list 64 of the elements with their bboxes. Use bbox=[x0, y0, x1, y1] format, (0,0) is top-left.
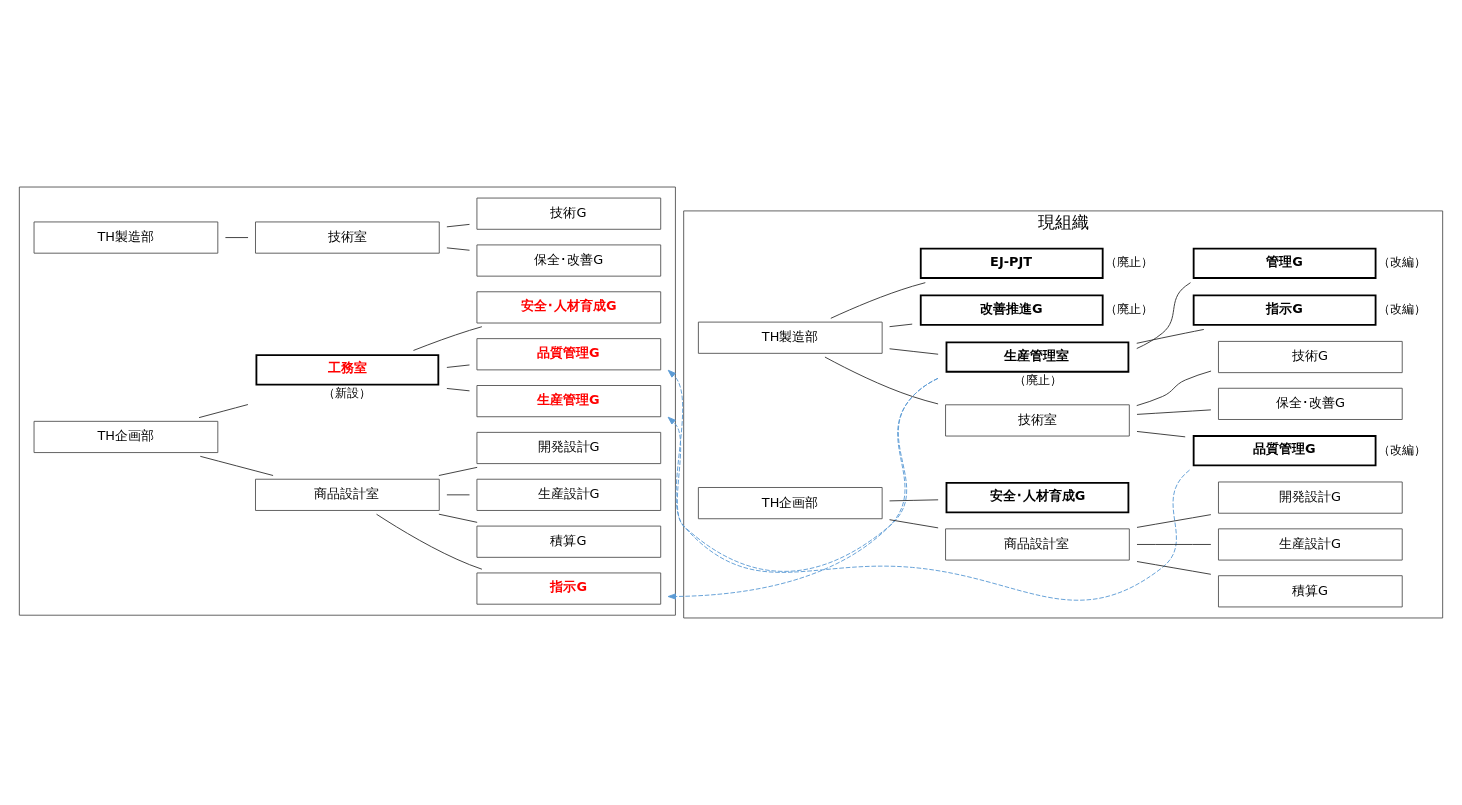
node-label: （改編） bbox=[1378, 302, 1427, 317]
connector bbox=[446, 247, 470, 251]
node-box: 保全･改善G bbox=[1218, 387, 1403, 420]
node-label: （廃止） bbox=[1013, 373, 1062, 388]
node-box: 開発設計G bbox=[1218, 481, 1403, 514]
connector bbox=[438, 466, 478, 476]
node-box: 商品設計室 bbox=[255, 478, 440, 511]
connector bbox=[824, 356, 939, 405]
node-box: 積算G bbox=[476, 525, 662, 558]
connector bbox=[438, 513, 478, 523]
node-label: （改編） bbox=[1378, 442, 1427, 457]
node-label: （改編） bbox=[1378, 255, 1427, 270]
node-box: 生産管理室 bbox=[945, 341, 1130, 373]
node-box: 生産設計G bbox=[476, 478, 662, 511]
node-box: 改善推進G bbox=[919, 294, 1104, 326]
connector bbox=[446, 364, 470, 368]
connector bbox=[446, 494, 470, 496]
node-box: 品質管理G bbox=[1192, 435, 1377, 467]
node-box: 保全･改善G bbox=[476, 244, 662, 277]
connector bbox=[1136, 561, 1212, 575]
node-box: EJ-PJT bbox=[919, 247, 1104, 279]
connector bbox=[1136, 329, 1205, 344]
node-box: 指示G bbox=[476, 572, 662, 605]
node-box: 指示G bbox=[1192, 294, 1377, 326]
connector bbox=[413, 326, 483, 351]
arrow bbox=[667, 369, 1191, 601]
node-box: 技術室 bbox=[255, 221, 440, 254]
connector bbox=[198, 404, 249, 419]
connector bbox=[1136, 514, 1212, 528]
node-label: （廃止） bbox=[1105, 255, 1154, 270]
connector bbox=[199, 455, 274, 476]
node-box: TH企画部 bbox=[33, 420, 219, 454]
connector bbox=[224, 237, 249, 238]
node-label: （新設） bbox=[323, 385, 372, 400]
connector bbox=[1136, 282, 1191, 349]
node-box: 技術G bbox=[1218, 340, 1403, 374]
connector bbox=[1136, 370, 1212, 407]
node-box: 生産管理G bbox=[476, 385, 662, 418]
connector bbox=[889, 348, 939, 355]
connector bbox=[830, 282, 926, 319]
connector bbox=[889, 499, 939, 502]
node-box: 管理G bbox=[1192, 247, 1377, 279]
node-box: TH企画部 bbox=[697, 487, 883, 520]
node-box: 技術G bbox=[476, 197, 662, 230]
node-box: 積算G bbox=[1218, 575, 1403, 608]
node-box: TH製造部 bbox=[697, 321, 883, 354]
node-label: （廃止） bbox=[1105, 302, 1154, 317]
node-box: 工務室 bbox=[255, 354, 440, 386]
node-box: 安全･人材育成G bbox=[945, 481, 1130, 514]
node-box: TH製造部 bbox=[33, 221, 219, 254]
connector bbox=[446, 223, 470, 228]
node-box: 品質管理G bbox=[476, 338, 662, 371]
connector bbox=[1136, 409, 1212, 415]
connector bbox=[889, 519, 939, 529]
connector bbox=[889, 323, 913, 328]
node-box: 技術室 bbox=[945, 404, 1130, 437]
node-box: 安全･人材育成G bbox=[476, 291, 662, 324]
node-box: 商品設計室 bbox=[945, 528, 1130, 561]
node-box: 生産設計G bbox=[1218, 528, 1403, 561]
connector bbox=[1136, 544, 1212, 545]
connector bbox=[376, 513, 483, 570]
connector bbox=[446, 388, 470, 392]
connector bbox=[1136, 431, 1186, 438]
node-box: 開発設計G bbox=[476, 431, 662, 465]
